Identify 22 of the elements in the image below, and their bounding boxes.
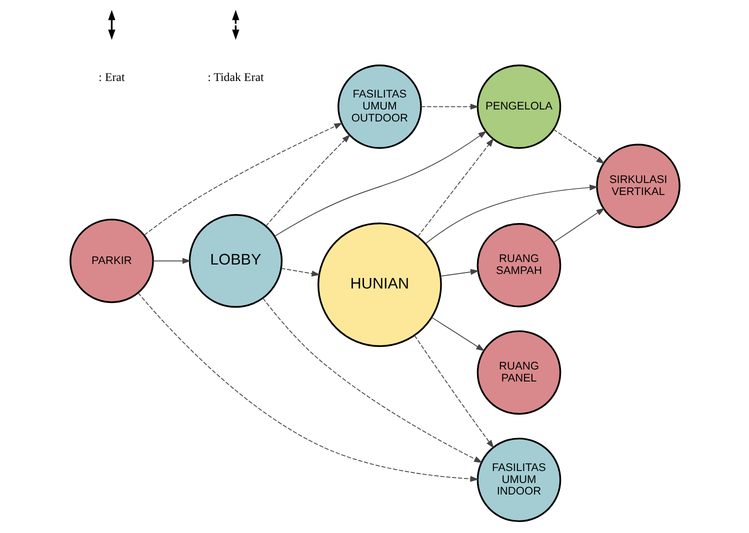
legend-label: : Erat	[98, 70, 124, 84]
node-circle: LOBBY	[188, 214, 282, 308]
node-circle: PARKIR	[69, 218, 154, 304]
arrow	[262, 298, 482, 463]
legend-label: : Tidak Erat	[207, 70, 264, 84]
arrow	[152, 258, 190, 264]
arrow	[420, 104, 478, 110]
node-circle: HUNIAN	[316, 222, 442, 347]
arrow	[430, 317, 484, 352]
arrow	[274, 130, 486, 236]
arrow	[137, 292, 478, 482]
arrow	[414, 335, 494, 448]
arrow	[143, 122, 342, 236]
node-circle: FASILITAS UMUM OUTDOOR	[337, 64, 422, 149]
node-circle: RUANG SAMPAH	[476, 222, 561, 308]
arrow	[280, 268, 320, 276]
arrow	[552, 208, 604, 243]
arrow	[424, 184, 598, 244]
arrow	[264, 134, 350, 227]
arrow	[416, 138, 494, 237]
arrow	[440, 268, 479, 277]
arrow	[552, 128, 604, 164]
